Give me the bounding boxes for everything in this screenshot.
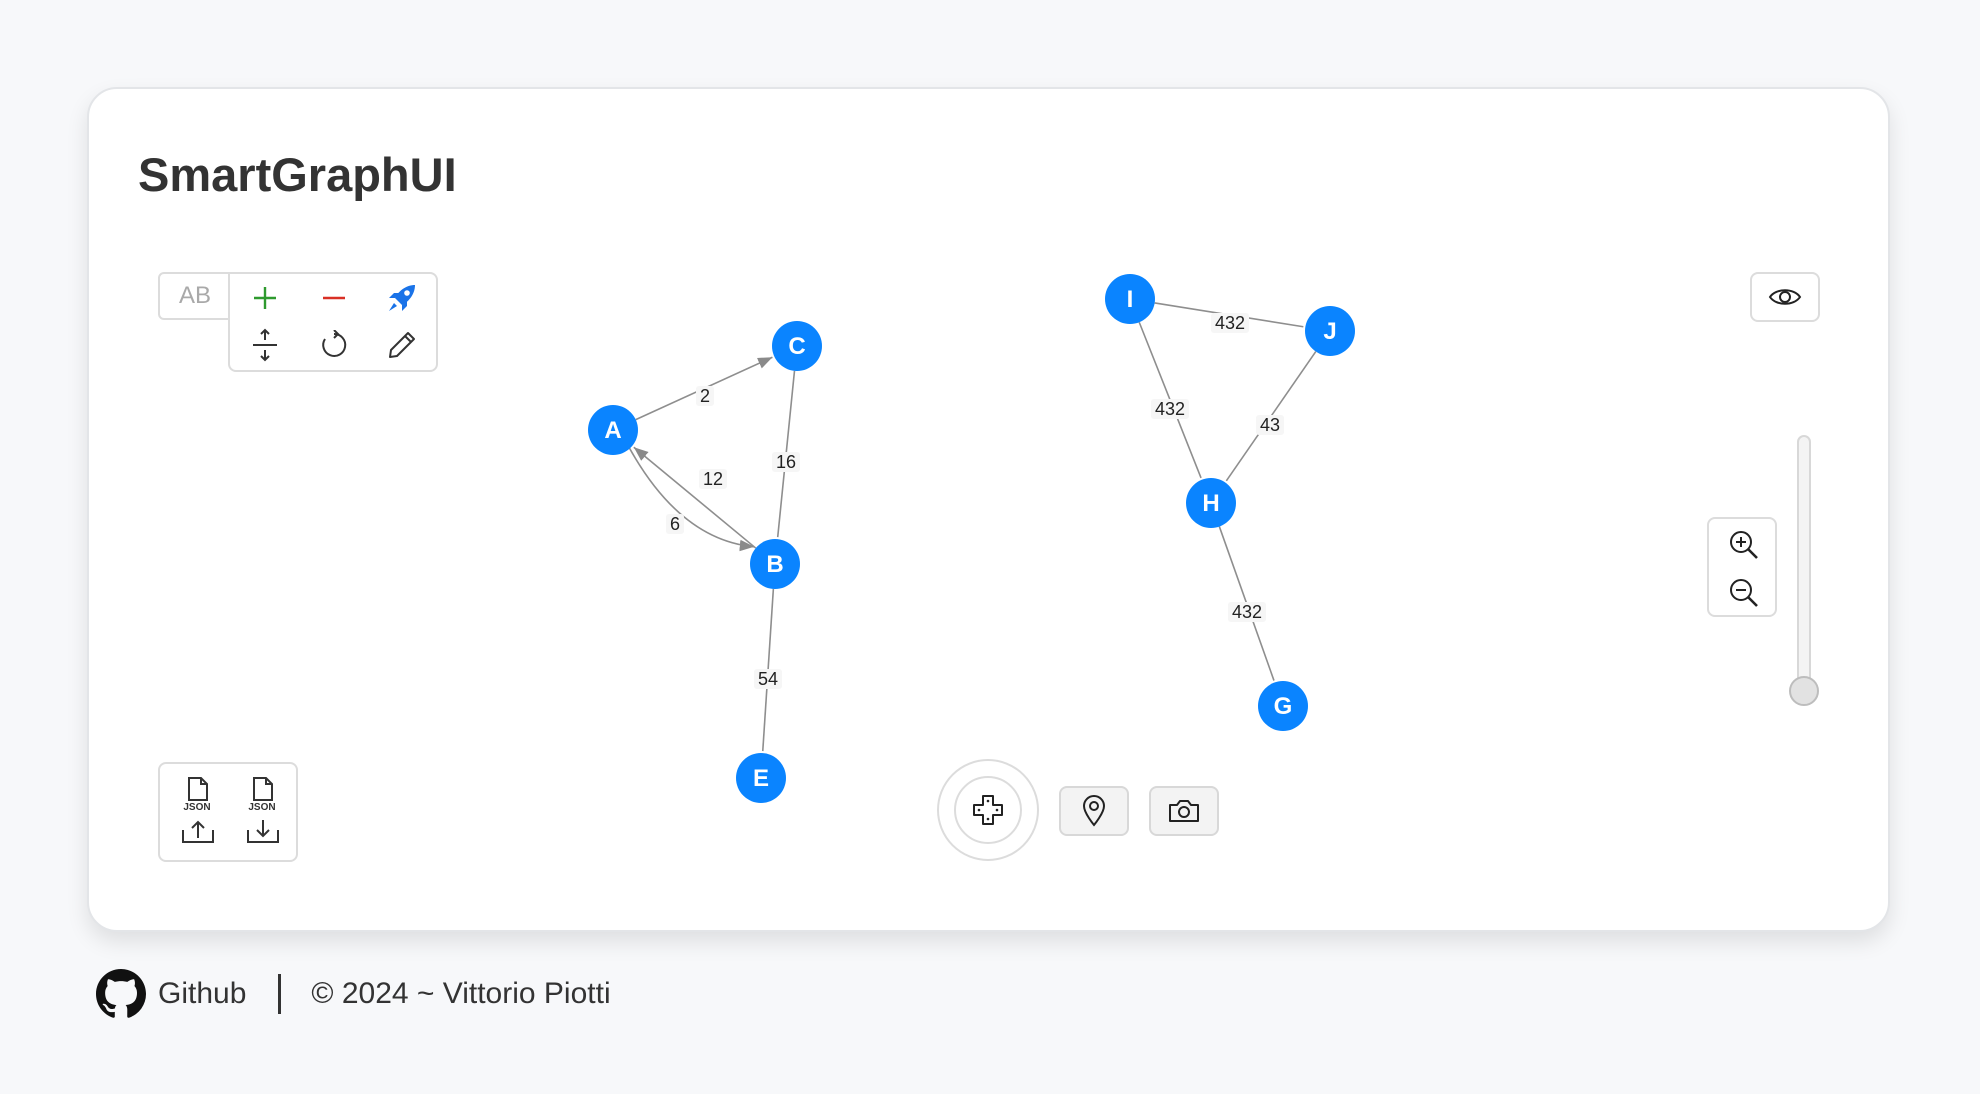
- edge-weight-label: 432: [1232, 602, 1262, 622]
- edit-button[interactable]: [382, 325, 422, 365]
- import-json-label: JSON: [183, 802, 211, 813]
- node-label: B: [766, 551, 783, 578]
- import-json-button[interactable]: JSON: [172, 774, 222, 850]
- edge-label-bg: [1211, 313, 1249, 333]
- pan-control-inner[interactable]: [954, 776, 1022, 844]
- node-label: C: [788, 333, 805, 360]
- edge-weight-label: 432: [1155, 399, 1185, 419]
- rotate-icon: [322, 330, 347, 357]
- graph-edge-b-a[interactable]: [633, 446, 757, 549]
- node-label: J: [1323, 318, 1336, 345]
- expand-vertical-icon: [253, 328, 277, 362]
- zoom-panel: [1707, 517, 1777, 617]
- remove-node-button[interactable]: [314, 278, 354, 318]
- import-json-icon: [182, 777, 214, 843]
- edge-weight-label: 54: [758, 669, 778, 689]
- github-icon[interactable]: [96, 969, 146, 1019]
- auto-layout-button[interactable]: [382, 278, 422, 318]
- zoom-out-icon: [1730, 579, 1758, 607]
- rocket-icon: [389, 285, 415, 311]
- graph-node-e[interactable]: [736, 753, 786, 803]
- dpad-icon: [973, 795, 1003, 825]
- edge-weight-label: 2: [700, 386, 710, 406]
- graph-toolbar: [228, 272, 438, 372]
- export-json-button[interactable]: JSON: [237, 774, 287, 850]
- node-label: A: [604, 417, 621, 444]
- edge-label-bg: [772, 452, 800, 472]
- graph-node-c[interactable]: [772, 321, 822, 371]
- graph-node-j[interactable]: [1305, 306, 1355, 356]
- file-panel: JSON JSON: [158, 762, 298, 862]
- label-toggle-button[interactable]: AB: [158, 272, 232, 320]
- graph-edge-a-b[interactable]: [627, 445, 755, 552]
- graph-node-h[interactable]: [1186, 478, 1236, 528]
- export-json-icon: [247, 777, 279, 843]
- add-node-button[interactable]: [245, 278, 285, 318]
- graph-node-a[interactable]: [588, 405, 638, 455]
- edge-label-bg: [666, 514, 684, 534]
- copyright-text: © 2024 ~ Vittorio Piotti: [311, 977, 611, 1010]
- zoom-out-button[interactable]: [1724, 573, 1764, 613]
- edge-weight-label: 432: [1215, 313, 1245, 333]
- visibility-toggle-button[interactable]: [1750, 272, 1820, 322]
- pan-control[interactable]: [937, 759, 1039, 861]
- edge-label-bg: [1228, 602, 1266, 622]
- zoom-slider-thumb[interactable]: [1789, 676, 1819, 706]
- spread-button[interactable]: [245, 325, 285, 365]
- map-pin-icon: [1082, 795, 1106, 827]
- camera-icon: [1169, 800, 1199, 822]
- screenshot-button[interactable]: [1149, 786, 1219, 836]
- node-label: H: [1202, 490, 1219, 517]
- zoom-in-button[interactable]: [1724, 525, 1764, 565]
- edge-weight-label: 12: [703, 469, 723, 489]
- graph-node-b[interactable]: [750, 539, 800, 589]
- center-location-button[interactable]: [1059, 786, 1129, 836]
- github-link[interactable]: Github: [158, 977, 247, 1010]
- edge-label-bg: [696, 386, 714, 406]
- pencil-icon: [389, 332, 415, 358]
- reset-button[interactable]: [314, 325, 354, 365]
- zoom-slider-track[interactable]: [1797, 435, 1811, 693]
- edge-weight-label: 16: [776, 452, 796, 472]
- eye-icon: [1768, 289, 1802, 305]
- export-json-label: JSON: [248, 802, 276, 813]
- footer-divider: [278, 974, 282, 1014]
- plus-icon: [254, 287, 276, 309]
- graph-node-i[interactable]: [1105, 274, 1155, 324]
- minus-icon: [323, 296, 345, 300]
- zoom-in-icon: [1730, 531, 1758, 559]
- edge-weight-label: 6: [670, 514, 680, 534]
- footer: Github © 2024 ~ Vittorio Piotti: [96, 966, 611, 1022]
- node-label: E: [753, 765, 769, 792]
- edge-label-bg: [1151, 399, 1189, 419]
- edge-label-bg: [1256, 415, 1284, 435]
- node-label: I: [1127, 286, 1134, 313]
- edge-weight-label: 43: [1260, 415, 1280, 435]
- graph-node-g[interactable]: [1258, 681, 1308, 731]
- node-label: G: [1274, 693, 1293, 720]
- page-title: SmartGraphUI: [138, 148, 457, 201]
- edge-label-bg: [699, 469, 727, 489]
- edge-label-bg: [754, 669, 782, 689]
